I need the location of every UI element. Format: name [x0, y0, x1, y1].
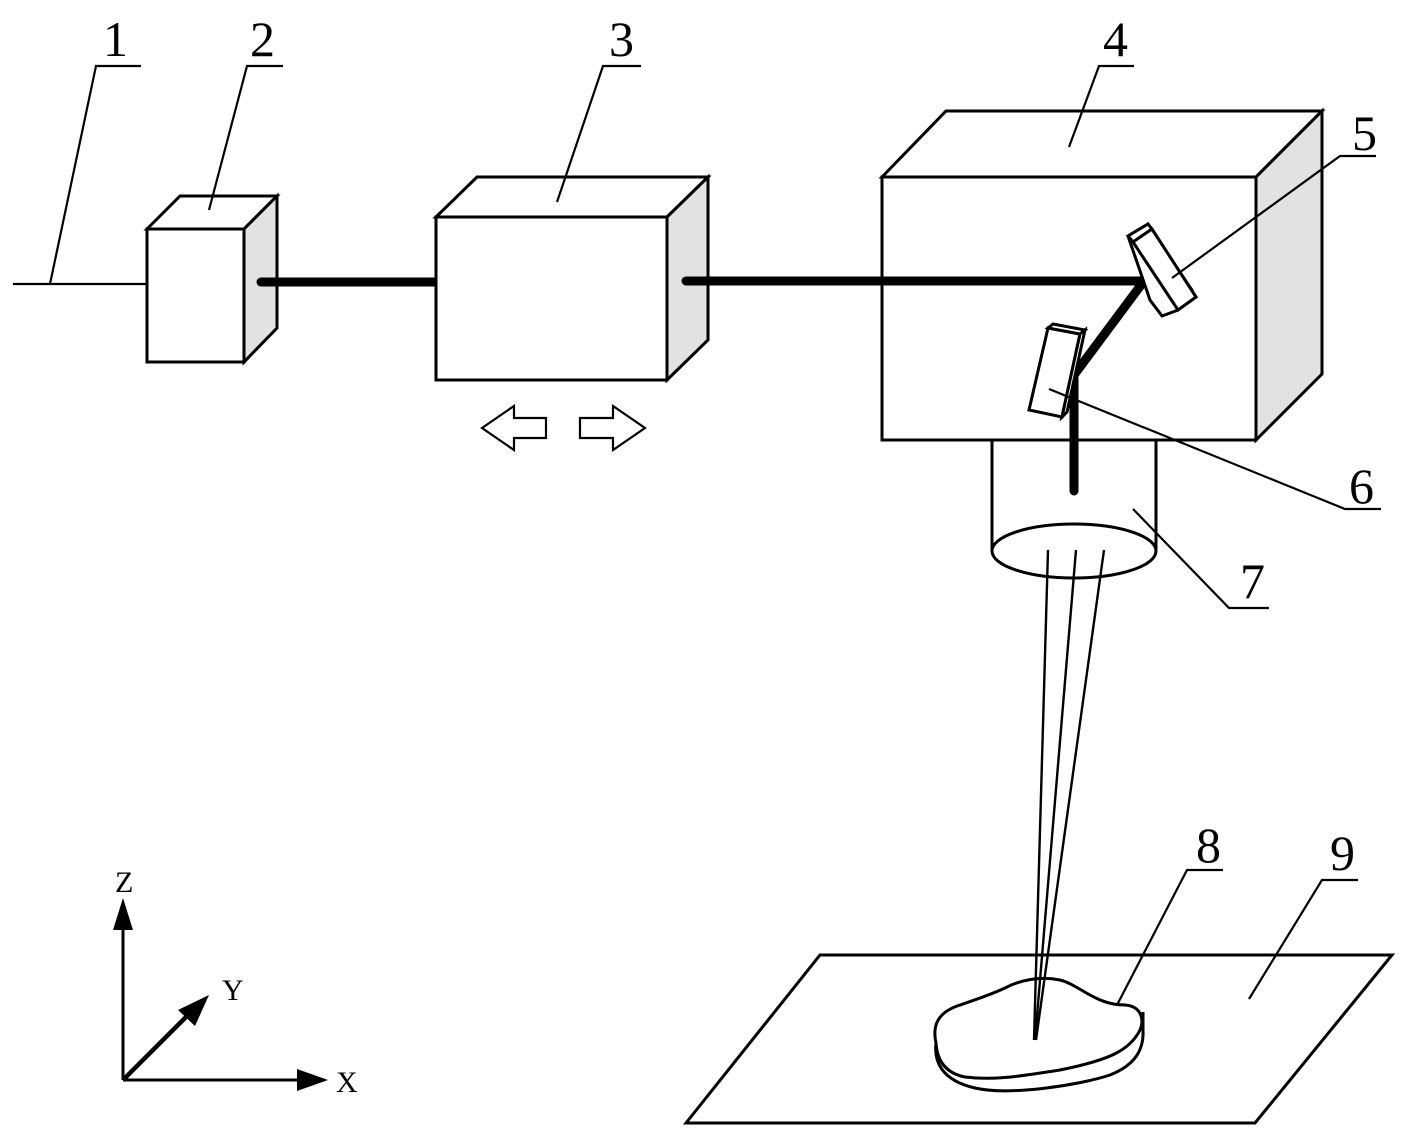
component-4-housing: [878, 107, 1326, 444]
x-arrowhead-icon: [297, 1069, 328, 1091]
label-5: 5: [1352, 105, 1377, 161]
z-axis-label: Z: [115, 866, 133, 899]
leader-3: 3: [555, 11, 641, 203]
y-axis-label: Y: [222, 974, 244, 1007]
leader-4: 4: [1067, 11, 1134, 148]
beam-main-path: [681, 276, 1149, 496]
label-8: 8: [1196, 817, 1221, 873]
focused-rays: [1032, 549, 1106, 1041]
leader-9: 9: [1248, 825, 1358, 1000]
leader-6: 6: [1048, 387, 1381, 514]
z-arrowhead-icon: [113, 898, 133, 930]
y-arrowhead-icon: [178, 995, 209, 1026]
component-5-mirror: [1125, 221, 1199, 318]
coordinate-axes: Z Y X: [113, 866, 358, 1099]
right-arrow-icon: [578, 403, 647, 453]
x-axis-label: X: [336, 1066, 358, 1099]
leader-8: 8: [1116, 817, 1223, 1006]
leader-7: 7: [1132, 508, 1269, 610]
y-axis: [121, 1006, 197, 1082]
left-arrow-icon: [480, 403, 548, 453]
leader-5: 5: [1171, 105, 1377, 279]
component-2-box: [143, 192, 281, 366]
label-3: 3: [609, 11, 634, 67]
label-4: 4: [1103, 11, 1128, 67]
component-9-platform: [682, 953, 1396, 1125]
leader-2: 2: [207, 11, 283, 211]
label-2: 2: [250, 11, 275, 67]
label-6: 6: [1349, 458, 1374, 514]
label-9: 9: [1330, 825, 1355, 881]
leader-1: 1: [48, 11, 141, 285]
component-6-mirror: [1027, 322, 1089, 422]
label-7: 7: [1240, 553, 1265, 609]
label-1: 1: [103, 11, 128, 67]
component-3-box: [432, 173, 712, 384]
